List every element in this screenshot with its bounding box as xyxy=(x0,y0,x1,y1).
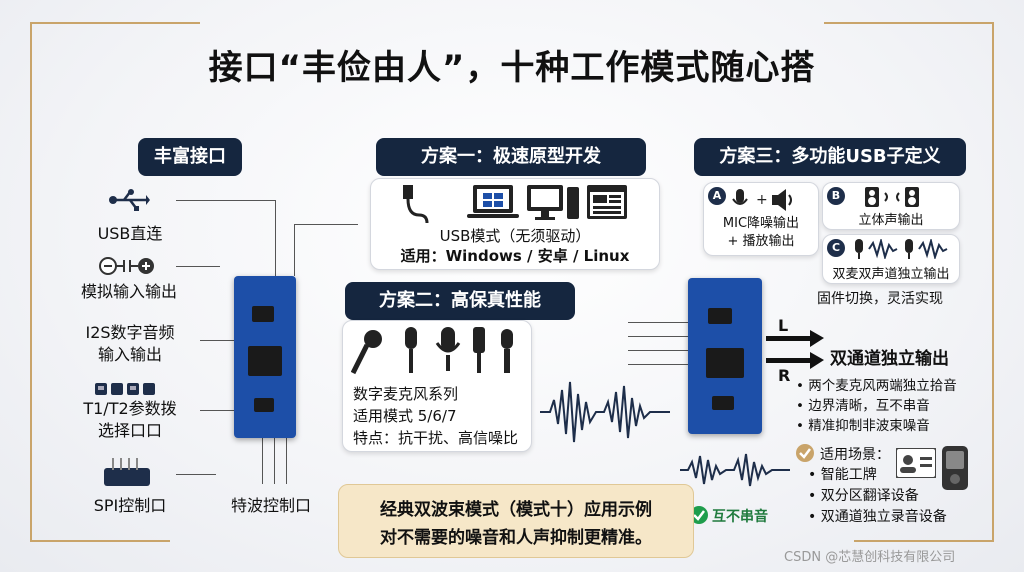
translator-device-icon xyxy=(942,446,968,494)
left-channel-label: L xyxy=(778,316,789,335)
frame-left xyxy=(30,22,32,542)
plan1-header: 方案一：极速原型开发 xyxy=(376,138,646,176)
i2s-label: I2S数字音频 输入输出 xyxy=(85,323,175,364)
dip-switch-icon xyxy=(95,382,155,401)
plan3-mode-c: C 双麦双声道独立输出 xyxy=(822,234,960,284)
board-chip xyxy=(708,308,732,324)
watermark: CSDN @芯慧创科技有限公司 xyxy=(784,550,956,565)
mic-plus-speaker-icon: + xyxy=(732,189,796,215)
wire xyxy=(176,266,220,267)
plan3-mode-b: B 立体声输出 xyxy=(822,182,960,230)
output-title: 双通道独立输出 xyxy=(830,349,949,369)
frame-right xyxy=(992,22,994,542)
bottom-control-label: 特波控制口 xyxy=(230,496,311,515)
scene-item-3: • 双通道独立录音设备 xyxy=(808,509,947,525)
plan3-footer: 固件切换，灵活实现 xyxy=(817,291,943,307)
analog-io-icon xyxy=(98,256,158,280)
plan2-line1: 数字麦克风系列 xyxy=(353,385,459,403)
usb-cable-icon xyxy=(397,185,431,229)
mode-b-badge: B xyxy=(827,187,845,205)
analog-io-label: 模拟输入输出 xyxy=(80,282,177,301)
board-chip xyxy=(712,396,734,410)
wire xyxy=(286,438,287,484)
dual-mic-wave-icon xyxy=(853,237,949,263)
frame-top-right xyxy=(824,22,994,24)
plan2-header: 方案二：高保真性能 xyxy=(345,282,575,320)
dip-switch-label: T1/T2参数拨 选择口口 xyxy=(83,399,177,440)
plan2-line3: 特点：抗干扰、高信噪比 xyxy=(353,429,519,447)
example-line1: 经典双波束模式（模式十）应用示例 xyxy=(380,500,652,520)
frame-bottom-left xyxy=(30,540,170,542)
circuit-board-left xyxy=(234,276,296,438)
usb-icon xyxy=(108,188,150,216)
board-chip xyxy=(254,398,274,412)
wire xyxy=(262,438,263,484)
frame-top-left xyxy=(30,22,200,24)
example-box: 经典双波束模式（模式十）应用示例 对不需要的噪音和人声抑制更精准。 xyxy=(338,484,694,558)
output-bullet-2: • 边界清晰，互不串音 xyxy=(796,398,930,414)
wire xyxy=(628,364,690,365)
wire xyxy=(200,340,236,341)
no-crosstalk-label: 互不串音 xyxy=(712,509,768,525)
plan1-line2: 适用：Windows / 安卓 / Linux xyxy=(400,247,630,265)
laptop-windows-icon xyxy=(467,185,519,225)
wire xyxy=(275,200,276,276)
sound-wave-graphic xyxy=(680,450,790,494)
output-bullet-1: • 两个麦克风两端独立拾音 xyxy=(796,378,957,394)
plan1-card: USB模式（无须驱动） 适用：Windows / 安卓 / Linux xyxy=(370,178,660,270)
mode-a-badge: A xyxy=(708,187,726,205)
svg-text:+: + xyxy=(756,192,768,208)
scene-item-1: • 智能工牌 xyxy=(808,467,877,483)
interfaces-header: 丰富接口 xyxy=(138,138,242,176)
id-badge-icon xyxy=(895,447,937,482)
board-chip xyxy=(252,306,274,322)
check-icon xyxy=(796,444,814,466)
wire xyxy=(628,322,690,323)
output-bullet-3: • 精准抑制非波束噪音 xyxy=(796,418,930,434)
scene-item-2: • 双分区翻译设备 xyxy=(808,488,919,504)
wire xyxy=(176,200,276,201)
scene-title: 适用场景： xyxy=(820,447,890,463)
plan2-card: 数字麦克风系列 适用模式 5/6/7 特点：抗干扰、高信噪比 xyxy=(342,320,532,452)
wire xyxy=(628,350,690,351)
mode-b-text: 立体声输出 xyxy=(858,213,924,228)
plan3-header: 方案三：多功能USB子定义 xyxy=(694,138,966,176)
wire xyxy=(200,410,236,411)
spi-connector-icon xyxy=(104,458,150,490)
board-chip xyxy=(706,348,744,378)
wire xyxy=(274,438,275,484)
example-line2: 对不需要的噪音和人声抑制更精准。 xyxy=(380,528,652,548)
right-channel-label: R xyxy=(778,366,791,385)
mode-a-text: MIC降噪输出 + 播放输出 xyxy=(722,216,800,249)
wire xyxy=(294,224,358,225)
page-title: 接口“丰俭由人”，十种工作模式随心搭 xyxy=(208,48,816,88)
microphone-icons xyxy=(350,325,523,381)
desktop-monitor-icon xyxy=(527,185,579,227)
stereo-speakers-icon xyxy=(865,187,919,211)
wire xyxy=(176,474,216,475)
wire xyxy=(294,224,295,276)
mode-c-badge: C xyxy=(827,239,845,257)
spi-label: SPI控制口 xyxy=(93,496,167,515)
mode-c-text: 双麦双声道独立输出 xyxy=(832,267,950,282)
plan2-line2: 适用模式 5/6/7 xyxy=(353,407,457,425)
board-chip xyxy=(248,346,282,376)
usb-label: USB直连 xyxy=(97,224,163,243)
sound-wave-graphic xyxy=(540,372,670,456)
circuit-board-right xyxy=(688,278,762,434)
plan3-mode-a: A + MIC降噪输出 + 播放输出 xyxy=(703,182,819,256)
channel-arrows xyxy=(766,330,826,374)
browser-window-icon xyxy=(587,185,627,225)
plan1-line1: USB模式（无须驱动） xyxy=(439,227,591,245)
output-card: 双通道独立输出 • 两个麦克风两端独立拾音 • 边界清晰，互不串音 • 精准抑制… xyxy=(790,318,990,436)
green-check-icon xyxy=(690,506,708,528)
frame-bottom-right xyxy=(854,540,994,542)
wire xyxy=(628,336,690,337)
